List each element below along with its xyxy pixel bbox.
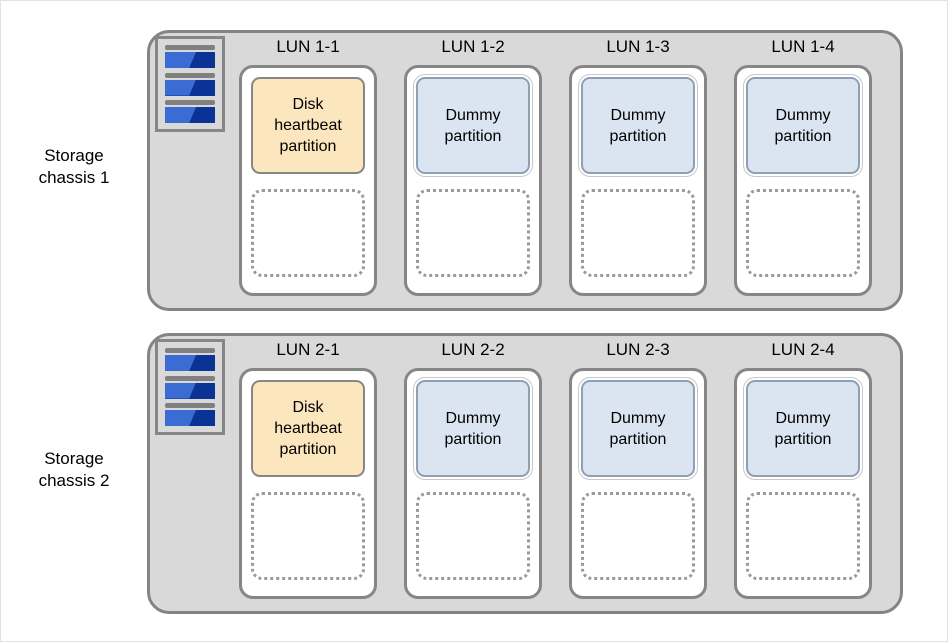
drive-unit — [165, 375, 215, 399]
lun-column: LUN 2-4 Dummy partition — [730, 333, 876, 614]
drive-slot-icon — [165, 348, 215, 353]
drive-face-icon — [165, 355, 215, 371]
disk-heartbeat-partition: Disk heartbeat partition — [251, 380, 365, 477]
drive-slot-icon — [165, 45, 215, 50]
lun-column: LUN 1-3 Dummy partition — [565, 30, 711, 311]
empty-partition-placeholder — [746, 492, 860, 580]
drive-unit — [165, 403, 215, 426]
lun-container: Disk heartbeat partition — [239, 368, 377, 599]
chassis-label-1: Storage chassis 1 — [38, 146, 110, 187]
lun-title: LUN 2-2 — [441, 340, 505, 359]
lun-title: LUN 1-1 — [276, 37, 340, 56]
lun-column: LUN 1-2 Dummy partition — [400, 30, 546, 311]
storage-chassis-2: LUN 2-1 Disk heartbeat partition LUN 2-2… — [147, 333, 903, 614]
storage-chassis-1: LUN 1-1 Disk heartbeat partition LUN 1-2… — [147, 30, 903, 311]
drive-face-icon — [165, 410, 215, 426]
lun-container: Dummy partition — [404, 368, 542, 599]
lun-container: Dummy partition — [734, 368, 872, 599]
lun-column: LUN 2-3 Dummy partition — [565, 333, 711, 614]
drive-face-icon — [165, 79, 215, 96]
dummy-partition: Dummy partition — [746, 380, 860, 477]
lun-column: LUN 1-1 Disk heartbeat partition — [235, 30, 381, 311]
lun-title: LUN 2-1 — [276, 340, 340, 359]
drive-slot-icon — [165, 375, 215, 381]
lun-title: LUN 2-4 — [771, 340, 835, 359]
lun-column: LUN 2-1 Disk heartbeat partition — [235, 333, 381, 614]
empty-partition-placeholder — [251, 189, 365, 277]
dummy-partition: Dummy partition — [746, 77, 860, 174]
lun-title: LUN 1-2 — [441, 37, 505, 56]
drive-face-icon — [165, 382, 215, 399]
lun-container: Dummy partition — [569, 65, 707, 296]
empty-partition-placeholder — [581, 492, 695, 580]
empty-partition-placeholder — [416, 492, 530, 580]
storage-array-icon — [155, 36, 225, 132]
drive-slot-icon — [165, 403, 215, 408]
lun-container: Disk heartbeat partition — [239, 65, 377, 296]
dummy-partition: Dummy partition — [416, 380, 530, 477]
lun-container: Dummy partition — [404, 65, 542, 296]
drive-slot-icon — [165, 100, 215, 105]
lun-title: LUN 1-4 — [771, 37, 835, 56]
dummy-partition: Dummy partition — [416, 77, 530, 174]
drive-unit — [165, 348, 215, 371]
drive-unit — [165, 45, 215, 68]
empty-partition-placeholder — [581, 189, 695, 277]
dummy-partition: Dummy partition — [581, 380, 695, 477]
drive-unit — [165, 72, 215, 96]
lun-container: Dummy partition — [569, 368, 707, 599]
lun-title: LUN 2-3 — [606, 340, 670, 359]
lun-container: Dummy partition — [734, 65, 872, 296]
disk-heartbeat-partition: Disk heartbeat partition — [251, 77, 365, 174]
empty-partition-placeholder — [416, 189, 530, 277]
lun-column: LUN 1-4 Dummy partition — [730, 30, 876, 311]
dummy-partition: Dummy partition — [581, 77, 695, 174]
drive-face-icon — [165, 52, 215, 68]
drive-face-icon — [165, 107, 215, 123]
drive-slot-icon — [165, 72, 215, 78]
chassis-label-2: Storage chassis 2 — [38, 449, 110, 490]
empty-partition-placeholder — [251, 492, 365, 580]
storage-array-icon — [155, 339, 225, 435]
empty-partition-placeholder — [746, 189, 860, 277]
lun-column: LUN 2-2 Dummy partition — [400, 333, 546, 614]
lun-title: LUN 1-3 — [606, 37, 670, 56]
drive-unit — [165, 100, 215, 123]
